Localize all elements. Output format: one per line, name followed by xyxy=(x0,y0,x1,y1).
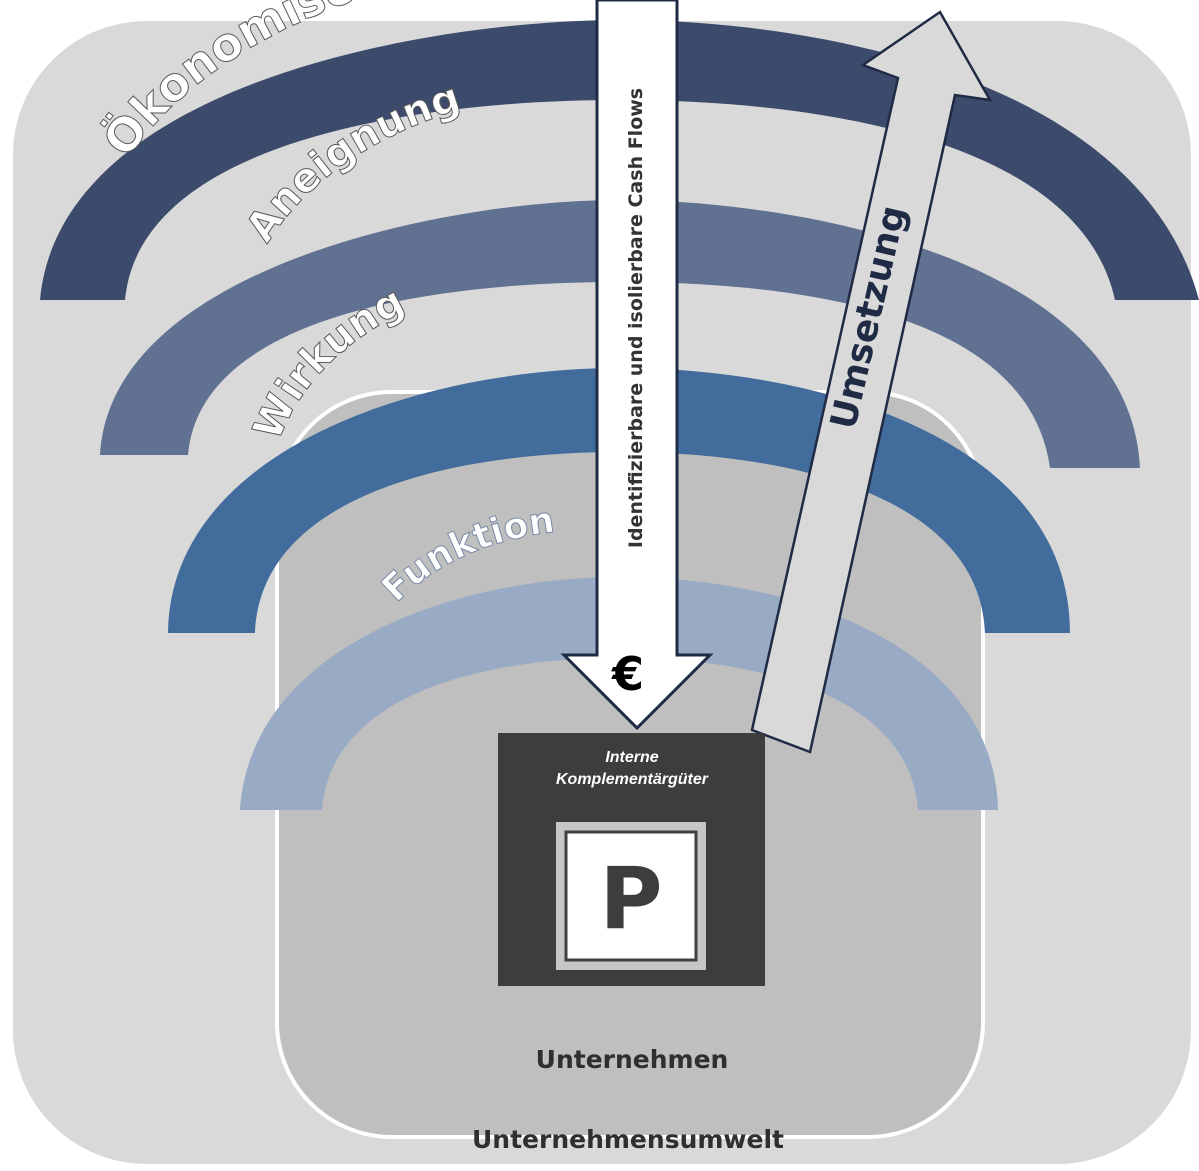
cash-flow-arrow xyxy=(560,0,714,731)
box-title-line1: Interne xyxy=(605,749,658,766)
parking-sign-letter: P xyxy=(599,849,662,949)
parking-sign-icon xyxy=(564,830,698,962)
box-title-line2: Komplementärgüter xyxy=(556,771,709,788)
environment-label: Unternehmensumwelt xyxy=(472,1125,784,1154)
cash-flow-arrow-label: Identifizierbare und isolierbare Cash Fl… xyxy=(625,88,647,548)
umsetzung-arrow xyxy=(750,10,993,754)
euro-symbol: € xyxy=(611,647,644,701)
company-label: Unternehmen xyxy=(536,1045,729,1074)
